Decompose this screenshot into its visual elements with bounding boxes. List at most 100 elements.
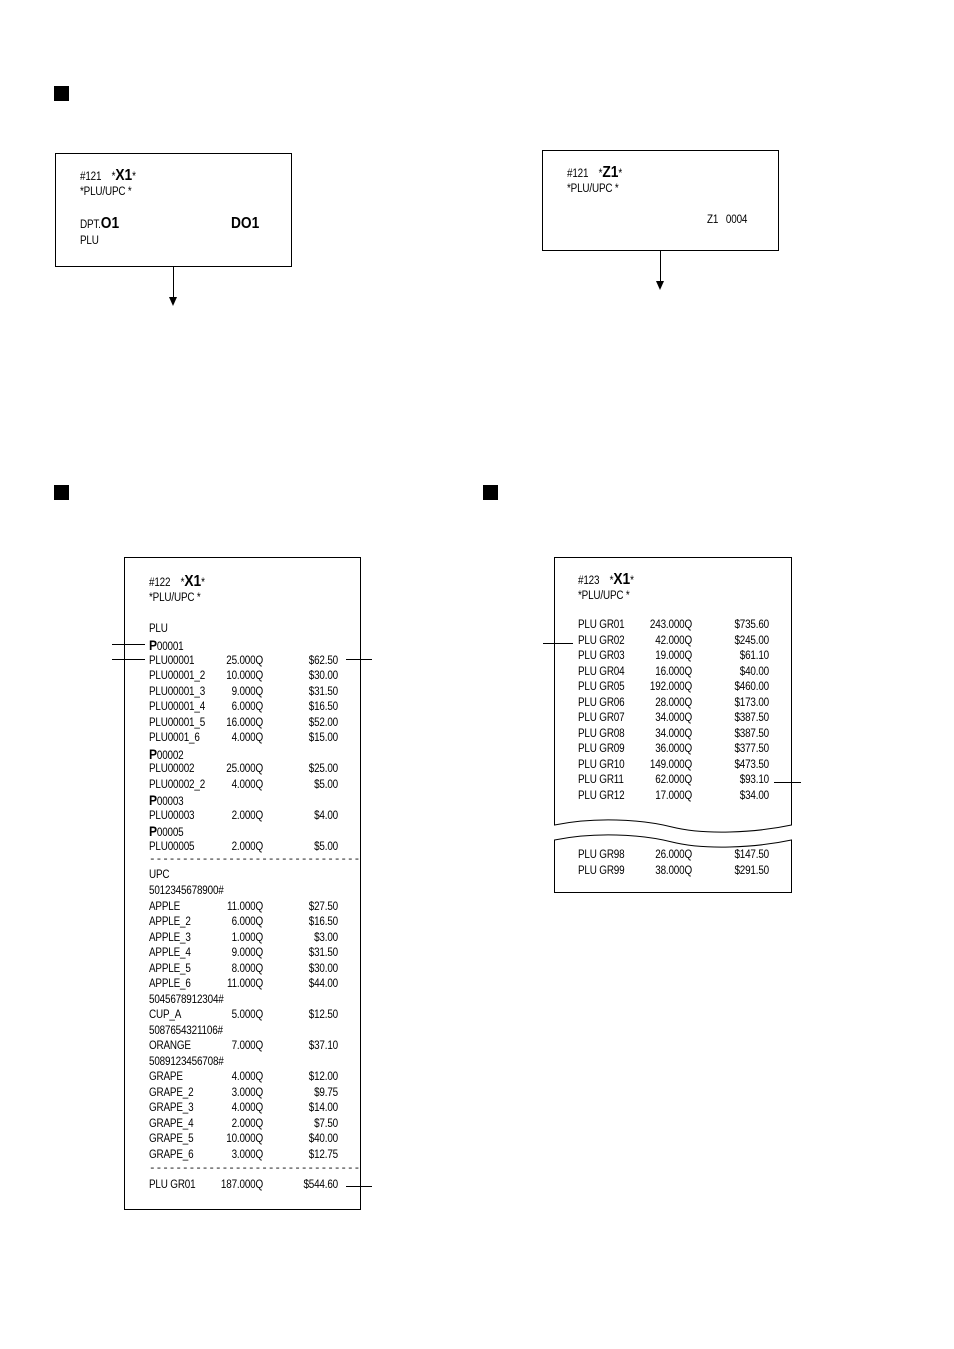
row-name: GRAPE_2 (149, 1086, 194, 1099)
row-amount: $377.50 (734, 743, 769, 755)
row-name: 5087654321106# (149, 1024, 223, 1037)
receipt-line2: *PLU/UPC * (80, 186, 132, 198)
row-qty: 26.000Q (655, 849, 692, 861)
row-amount: $16.50 (308, 916, 338, 928)
row-name: P00002 (149, 745, 184, 762)
row-name: GRAPE (149, 1071, 183, 1083)
row-name: PLU00002_2 (149, 778, 206, 791)
section-marker-1 (54, 86, 69, 101)
row-amount: $44.00 (308, 978, 338, 990)
row-qty: 149.000Q (649, 758, 692, 771)
row-name: GRAPE_3 (149, 1102, 194, 1114)
row-qty: 25.000Q (226, 763, 263, 775)
section-marker-2 (54, 485, 69, 500)
row-name: APPLE_2 (149, 916, 191, 928)
row-amount: $9.75 (314, 1086, 338, 1099)
row-name: PLU GR05 (578, 681, 625, 693)
row-amount: $12.00 (308, 1071, 338, 1083)
row-amount: $4.00 (314, 809, 338, 822)
row-name: PLU GR02 (578, 634, 625, 647)
row-name: PLU GR09 (578, 743, 625, 755)
row-name: PLU GR10 (578, 758, 625, 771)
row-name: P00005 (149, 823, 184, 839)
row-amount: $61.10 (739, 650, 769, 662)
row-name: GRAPE_5 (149, 1133, 194, 1145)
row-amount: $15.00 (308, 732, 338, 744)
row-amount: $52.00 (308, 716, 338, 729)
callout-line (112, 644, 145, 645)
arrow-head-x1 (169, 297, 177, 306)
row-name: APPLE_4 (149, 947, 191, 959)
row-amount: $291.50 (734, 864, 769, 877)
row-name: PLU GR08 (578, 727, 625, 740)
section-marker-3 (483, 485, 498, 500)
row-name: PLU GR06 (578, 696, 625, 709)
row-name: PLU GR01 (149, 1179, 196, 1191)
row-name: PLU00005 (149, 840, 195, 853)
row-amount: $25.00 (308, 763, 338, 775)
row-qty: 187.000Q (220, 1179, 263, 1191)
row-name: P00001 (149, 637, 184, 653)
arrow-line-x1 (173, 267, 174, 297)
callout-line (112, 659, 145, 660)
row-name: 5012345678900# (149, 885, 224, 897)
row-amount: $5.00 (314, 778, 338, 791)
plu-header: PLU (149, 623, 168, 635)
receipt-header-z1: #121 *Z1* *PLU/UPC * Z1 0004 (542, 150, 779, 251)
row-qty: 10.000Q (226, 670, 263, 682)
row-qty: 38.000Q (655, 864, 692, 877)
receipt-outline (554, 557, 792, 893)
receipt-line2: *PLU/UPC * (567, 183, 619, 195)
receipt-line1: #122 *X1* (149, 573, 205, 590)
callout-line (346, 1186, 372, 1187)
callout-line (774, 782, 801, 783)
row-name: 5045678912304# (149, 993, 224, 1006)
callout-line (346, 659, 372, 660)
row-qty: 62.000Q (655, 774, 692, 786)
receipt-line2: *PLU/UPC * (149, 592, 201, 604)
row-name: PLU00002 (149, 763, 195, 775)
row-qty: 19.000Q (655, 650, 692, 662)
row-amount: $7.50 (314, 1117, 338, 1130)
row-name: PLU GR01 (578, 619, 625, 631)
row-amount: $40.00 (739, 665, 769, 678)
row-amount: $31.50 (308, 947, 338, 959)
row-name: PLU GR12 (578, 789, 625, 802)
row-name: PLU00003 (149, 809, 195, 822)
row-qty: 2.000Q (231, 809, 264, 822)
row-qty: 36.000Q (655, 743, 692, 755)
plu-label: PLU (80, 235, 99, 247)
row-amount: $30.00 (308, 670, 338, 682)
row-name: PLU GR03 (578, 650, 625, 662)
separator: -------------------------------- (149, 1163, 361, 1175)
row-qty: 4.000Q (231, 1102, 264, 1114)
row-name: ORANGE (149, 1040, 191, 1052)
row-amount: $31.50 (308, 685, 338, 698)
row-qty: 8.000Q (231, 962, 264, 975)
separator: -------------------------------- (149, 854, 361, 866)
row-qty: 4.000Q (231, 1071, 264, 1083)
callout-line (543, 643, 573, 644)
row-name: PLU00001_5 (149, 716, 206, 729)
row-name: GRAPE_4 (149, 1117, 194, 1130)
row-amount: $387.50 (734, 727, 769, 740)
row-amount: $473.50 (734, 758, 769, 771)
row-qty: 4.000Q (231, 732, 264, 744)
row-amount: $14.00 (308, 1102, 338, 1114)
row-qty: 192.000Q (649, 681, 692, 693)
row-amount: $62.50 (308, 654, 338, 667)
row-qty: 9.000Q (231, 947, 264, 959)
row-name: PLU GR98 (578, 849, 625, 861)
row-name: P00003 (149, 792, 184, 808)
dpt-code-right: DO1 (231, 215, 260, 232)
receipt-line1: #123 *X1* (578, 571, 634, 588)
row-amount: $5.00 (314, 840, 338, 853)
row-qty: 7.000Q (231, 1040, 264, 1052)
row-qty: 2.000Q (231, 840, 264, 853)
row-amount: $147.50 (734, 849, 769, 861)
row-amount: $245.00 (734, 634, 769, 647)
row-amount: $460.00 (734, 681, 769, 693)
row-qty: 243.000Q (649, 619, 692, 631)
